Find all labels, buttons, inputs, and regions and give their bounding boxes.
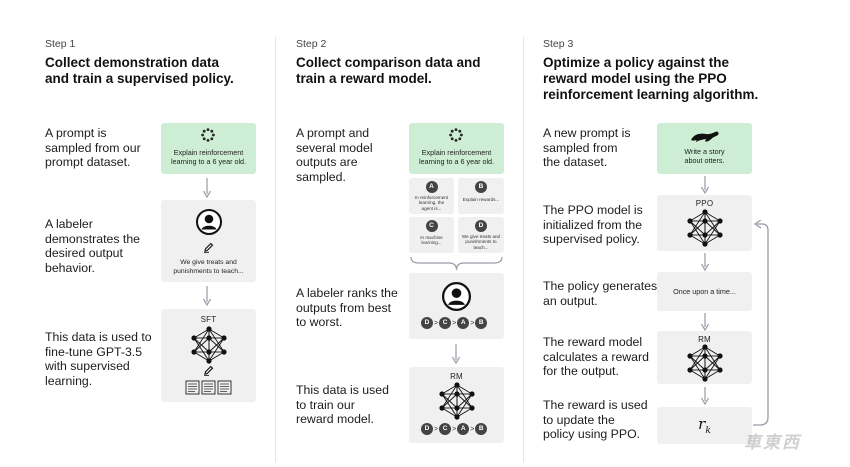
step2-title: Collect comparison data and train a rewa… <box>296 55 481 86</box>
step3-output-text: Once upon a time... <box>673 287 736 296</box>
ppo-label: PPO <box>695 199 714 208</box>
labeler-avatar-icon <box>442 282 471 311</box>
step1-label: Step 1 <box>45 38 76 50</box>
feedback-loop-arrow <box>752 220 774 430</box>
step3-reward-box: rk <box>657 407 752 444</box>
step1-desc-finetune: This data is used to fine-tune GPT-3.5 w… <box>45 330 152 388</box>
step2-prompt-box: Explain reinforcement learning to a 6 ye… <box>409 123 504 174</box>
step2-desc-rank: A labeler ranks the outputs from best to… <box>296 286 398 329</box>
rm-label: RM <box>698 335 711 344</box>
rank-item: B <box>475 423 488 435</box>
reward-symbol: rk <box>698 415 711 436</box>
step3-output-box: Once upon a time... <box>657 272 752 311</box>
pencil-icon <box>203 365 214 376</box>
arrow-down-icon <box>701 253 709 271</box>
step1-labeler-text: We give treats and punishments to teach.… <box>173 259 244 275</box>
step3-desc-update: The reward is used to update the policy … <box>543 398 648 441</box>
step3-prompt-text: Write a story about otters. <box>684 147 725 165</box>
ranking-order: D > C > A > B <box>421 423 488 435</box>
rank-item: C <box>439 423 452 435</box>
rank-separator: > <box>470 425 475 433</box>
column-divider-1 <box>275 36 276 462</box>
rank-item: D <box>421 423 433 435</box>
step1-title: Collect demonstration data and train a s… <box>45 55 234 86</box>
arrow-down-icon <box>452 344 460 364</box>
output-card-a: A In reinforcement learning, the agent i… <box>409 178 454 214</box>
rank-item: C <box>439 317 452 329</box>
output-badge-c: C <box>425 220 438 232</box>
bracket-connector <box>409 256 504 272</box>
output-badge-a: A <box>425 181 438 193</box>
step2-ranking-box: D > C > A > B <box>409 273 504 339</box>
neural-network-icon <box>189 326 229 364</box>
rank-separator: > <box>434 425 439 433</box>
neural-network-icon <box>685 209 725 247</box>
step1-labeler-box: We give treats and punishments to teach.… <box>161 200 256 282</box>
pencil-icon <box>203 242 214 253</box>
arrow-down-icon <box>203 286 211 306</box>
labeler-avatar-icon <box>196 209 222 235</box>
rank-separator: > <box>452 319 457 327</box>
step2-desc-train: This data is used to train our reward mo… <box>296 383 389 426</box>
dataset-icon <box>201 128 215 142</box>
rank-separator: > <box>470 319 475 327</box>
output-badge-d: D <box>475 220 487 232</box>
rank-item: A <box>457 317 470 329</box>
neural-network-icon <box>437 382 477 420</box>
rank-item: B <box>475 317 488 329</box>
sft-label: SFT <box>200 315 217 324</box>
step1-sft-box: SFT <box>161 309 256 402</box>
watermark: 車東西 <box>744 433 801 452</box>
step3-prompt-box: Write a story about otters. <box>657 123 752 174</box>
rank-item: D <box>421 317 433 329</box>
output-card-c: C In machine learning... <box>409 217 454 253</box>
step2-rm-box: RM D > C > A > B <box>409 367 504 443</box>
dataset-icon <box>449 128 463 142</box>
step2-desc-prompt: A prompt and several model outputs are s… <box>296 126 373 184</box>
rank-separator: > <box>434 319 439 327</box>
step3-rm-box: RM <box>657 331 752 384</box>
output-text-d: We give treats and punishments to teach.… <box>461 234 501 250</box>
output-text-c: In machine learning... <box>420 235 443 246</box>
arrow-down-icon <box>701 313 709 331</box>
step2-label: Step 2 <box>296 38 327 50</box>
otter-icon <box>690 129 720 143</box>
column-divider-2 <box>523 36 524 462</box>
step3-title: Optimize a policy against the reward mod… <box>543 55 759 102</box>
step3-ppo-box: PPO <box>657 195 752 251</box>
step1-prompt-box: Explain reinforcement learning to a 6 ye… <box>161 123 256 174</box>
output-text-a: In reinforcement learning, the agent is.… <box>414 195 449 211</box>
neural-network-icon <box>685 344 725 382</box>
arrow-down-icon <box>701 387 709 405</box>
step3-desc-reward: The reward model calculates a reward for… <box>543 335 649 378</box>
step1-desc-labeler: A labeler demonstrates the desired outpu… <box>45 217 141 275</box>
output-card-b: B Explain rewards... <box>458 178 504 214</box>
step2-prompt-text: Explain reinforcement learning to a 6 ye… <box>418 148 495 166</box>
ranking-order: D > C > A > B <box>421 317 488 329</box>
arrow-down-icon <box>203 178 211 198</box>
rm-label: RM <box>450 372 463 381</box>
step1-prompt-text: Explain reinforcement learning to a 6 ye… <box>170 148 247 166</box>
output-badge-b: B <box>475 181 487 193</box>
output-card-d: D We give treats and punishments to teac… <box>458 217 504 253</box>
arrow-down-icon <box>701 176 709 194</box>
documents-icon <box>185 380 232 395</box>
output-text-b: Explain rewards... <box>462 197 500 202</box>
step3-label: Step 3 <box>543 38 574 50</box>
step3-desc-output: The policy generates an output. <box>543 279 658 308</box>
step1-desc-prompt: A prompt is sampled from our prompt data… <box>45 126 141 169</box>
step3-desc-prompt: A new prompt is sampled from the dataset… <box>543 126 631 169</box>
rank-item: A <box>457 423 470 435</box>
rank-separator: > <box>452 425 457 433</box>
step3-desc-ppo: The PPO model is initialized from the su… <box>543 203 643 246</box>
